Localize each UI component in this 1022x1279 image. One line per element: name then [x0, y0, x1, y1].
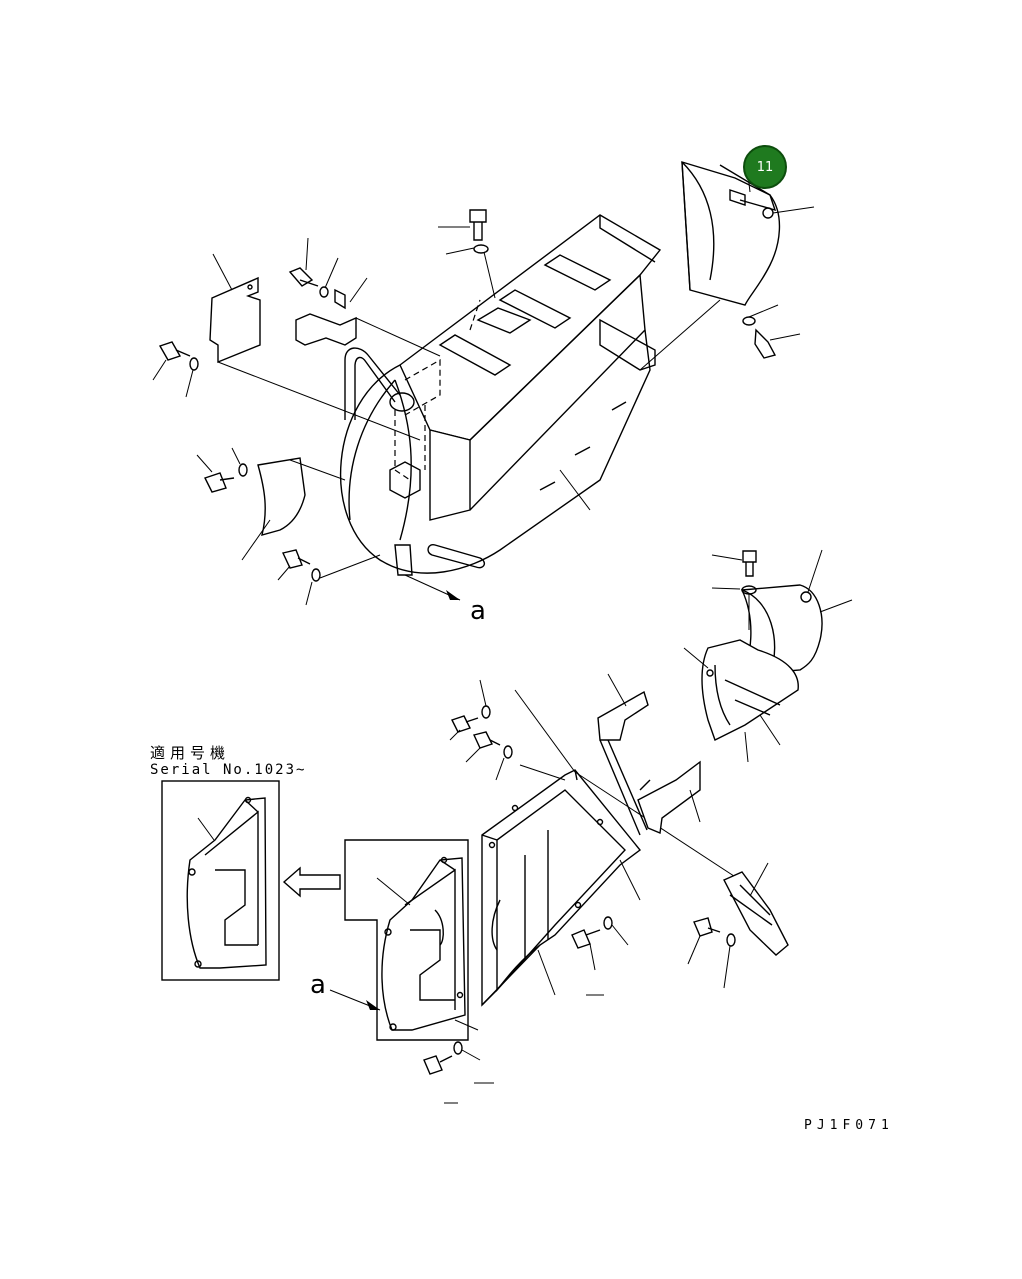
lower-guard-bracket: [683, 639, 799, 763]
left-plate-upper: [209, 253, 421, 441]
bolt-washer-upper-left: [288, 237, 339, 298]
hollow-arrow: [282, 866, 341, 898]
bolt-washer-mid-left: [196, 447, 248, 493]
slanted-plate-lower: [637, 760, 701, 834]
bolt-washer-mid-lower: [465, 731, 513, 781]
callout-badge[interactable]: 11: [743, 145, 787, 189]
middle-frame: [481, 689, 741, 1007]
view-marker-upper: a: [470, 596, 486, 626]
bolt-top-center: [438, 209, 496, 299]
applicability-serial: Serial No.1023~: [150, 762, 307, 778]
view-a-arrow-upper: [404, 574, 461, 601]
view-a-arrow-lower: [329, 989, 381, 1011]
applicability-title: 適用号機: [150, 744, 231, 762]
view-marker-lower: a: [310, 970, 326, 1000]
upper-right-cover: [681, 161, 815, 306]
bolt-washer-bottom: [423, 1041, 494, 1104]
drawing-code: PJ1F071: [804, 1118, 894, 1133]
side-cover-plate: [241, 457, 346, 561]
bolt-washer-mid-upper: [449, 679, 491, 741]
bolt-washer-lower-left: [277, 549, 381, 606]
lower-flange: [539, 299, 721, 511]
bolt-washer-right-top: [742, 304, 801, 359]
right-bracket: [723, 862, 789, 956]
bolt-washer-center-lower: [571, 916, 629, 971]
main-frame-assembly: [340, 214, 662, 576]
bracket-upper: [295, 277, 441, 357]
slanted-plate-upper: [597, 673, 649, 836]
bolt-washer-far-left: [152, 341, 199, 398]
applicability-box: [161, 780, 280, 981]
bolt-washer-right-lower: [687, 917, 736, 989]
bolt-washer-guard: [711, 550, 757, 630]
view-a-detail: [344, 839, 479, 1041]
